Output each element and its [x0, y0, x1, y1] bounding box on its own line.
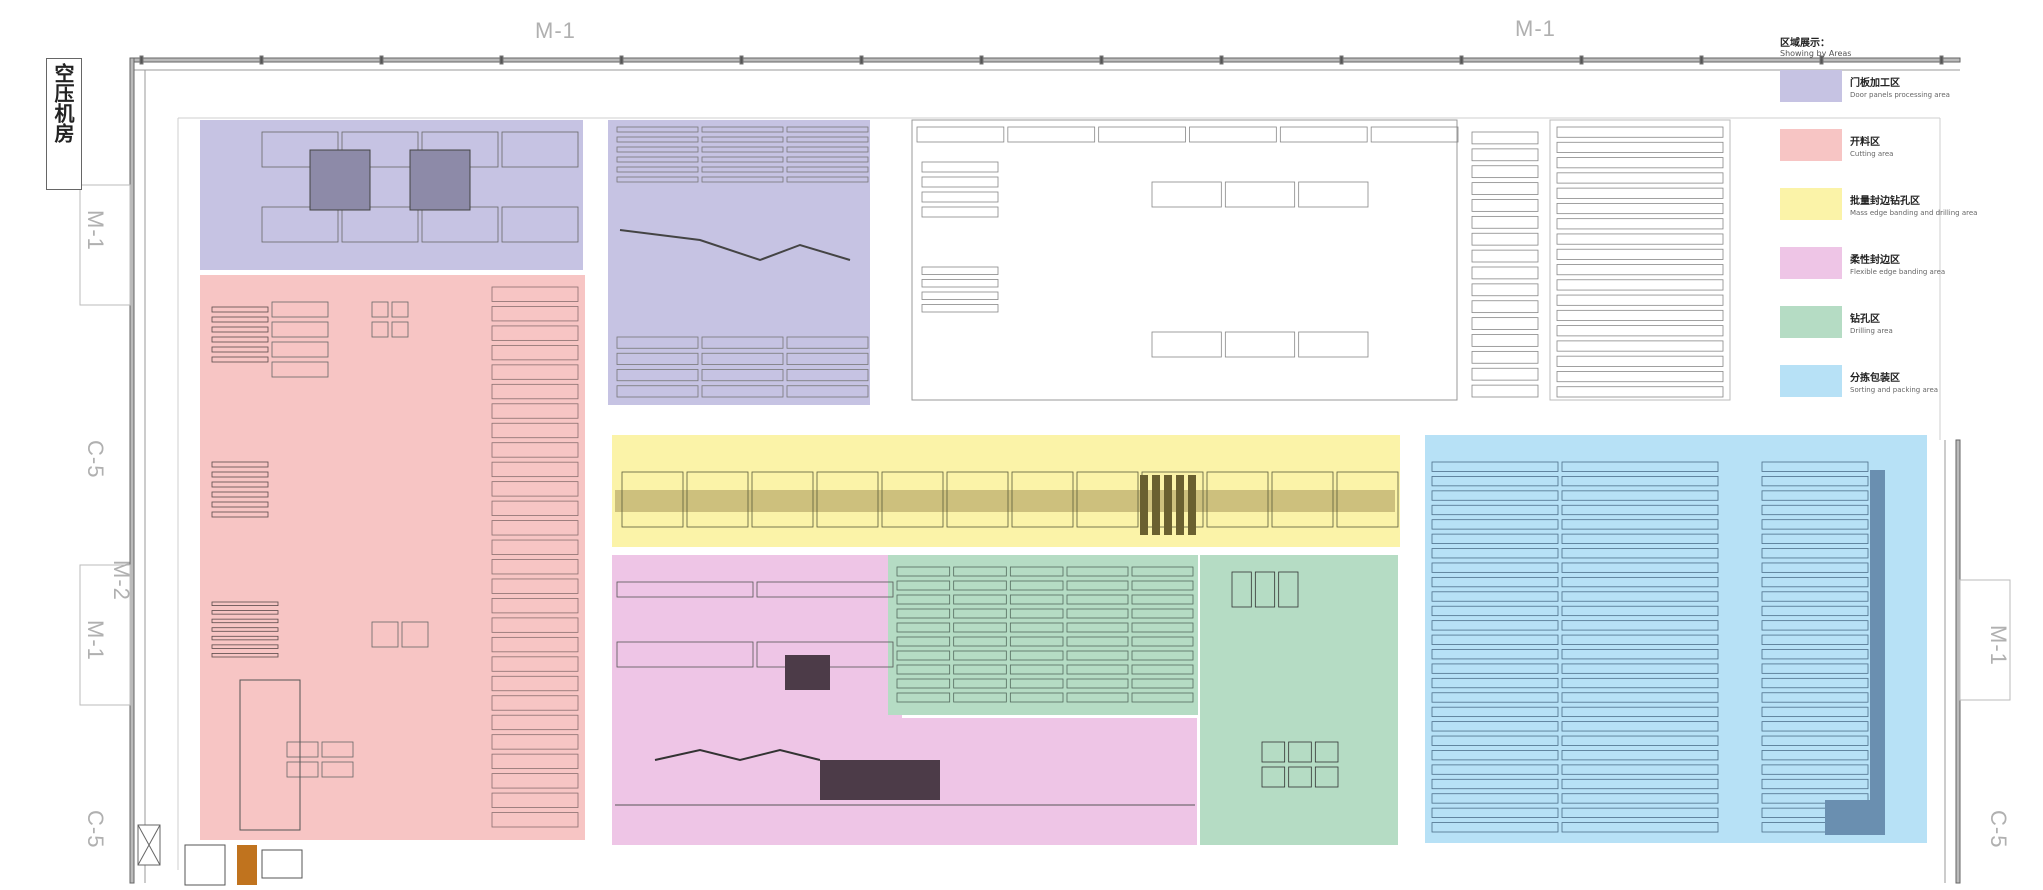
- room-label-m1-top-right: M-1: [1515, 16, 1556, 41]
- zone-drill: [888, 555, 1198, 715]
- legend-en: Cutting area: [1850, 150, 1894, 158]
- legend-item-cut: 开料区 Cutting area: [1780, 129, 2020, 188]
- legend-zh: 批量封边钻孔区: [1850, 196, 1920, 207]
- compressor-room: 空压机房: [46, 58, 82, 190]
- zone-sort: [1425, 435, 1927, 843]
- legend-zh: 柔性封边区: [1850, 255, 1900, 266]
- room-label-m1-left-lower: M-1: [83, 620, 108, 661]
- room-label-c5-left-bottom: C-5: [83, 810, 108, 849]
- legend: 区域展示： Showing by Areas 门板加工区 Door panels …: [1780, 34, 2020, 424]
- building-frame: [79, 55, 2011, 884]
- room-label-c5-left: C-5: [83, 440, 108, 479]
- zone-door: [200, 120, 583, 270]
- legend-swatch-door: [1780, 70, 1842, 102]
- legend-swatch-flex: [1780, 247, 1842, 279]
- zone-white-racks: [1549, 119, 1731, 401]
- legend-item-sort: 分拣包装区 Sorting and packing area: [1780, 365, 2020, 424]
- legend-swatch-drill: [1780, 306, 1842, 338]
- legend-en: Sorting and packing area: [1850, 386, 1939, 394]
- room-label-c5-right: C-5: [1986, 810, 2011, 849]
- legend-item-flex: 柔性封边区 Flexible edge banding area: [1780, 247, 2020, 306]
- legend-en: Drilling area: [1850, 327, 1893, 335]
- legend-item-batch: 批量封边钻孔区 Mass edge banding and drilling ar…: [1780, 188, 2020, 247]
- legend-en: Flexible edge banding area: [1850, 268, 1946, 276]
- legend-en: Mass edge banding and drilling area: [1850, 209, 1978, 217]
- legend-zh: 门板加工区: [1850, 78, 1900, 89]
- room-label-m1-top-left: M-1: [535, 18, 576, 43]
- room-label-m2-left: M-2: [109, 560, 134, 601]
- legend-zh: 开料区: [1850, 137, 1880, 148]
- legend-swatch-cut: [1780, 129, 1842, 161]
- legend-item-door: 门板加工区 Door panels processing area: [1780, 70, 2020, 129]
- legend-zh: 钻孔区: [1850, 314, 1880, 325]
- zone-drill-right: [1200, 555, 1398, 845]
- zone-door-2: [608, 120, 870, 405]
- legend-swatch-batch: [1780, 188, 1842, 220]
- zone-cut: [200, 275, 585, 840]
- zone-white-building: [911, 119, 1458, 401]
- room-label-m1-left-upper: M-1: [83, 210, 108, 251]
- legend-zh: 分拣包装区: [1850, 373, 1900, 384]
- compressor-room-label: 空压机房: [51, 63, 75, 143]
- room-label-m1-right: M-1: [1986, 625, 2011, 666]
- legend-en: Door panels processing area: [1850, 91, 1950, 99]
- legend-item-drill: 钻孔区 Drilling area: [1780, 306, 2020, 365]
- legend-subtitle: Showing by Areas: [1780, 49, 1852, 58]
- legend-swatch-sort: [1780, 365, 1842, 397]
- legend-title: 区域展示：: [1780, 38, 1830, 49]
- equipment: [184, 126, 1885, 886]
